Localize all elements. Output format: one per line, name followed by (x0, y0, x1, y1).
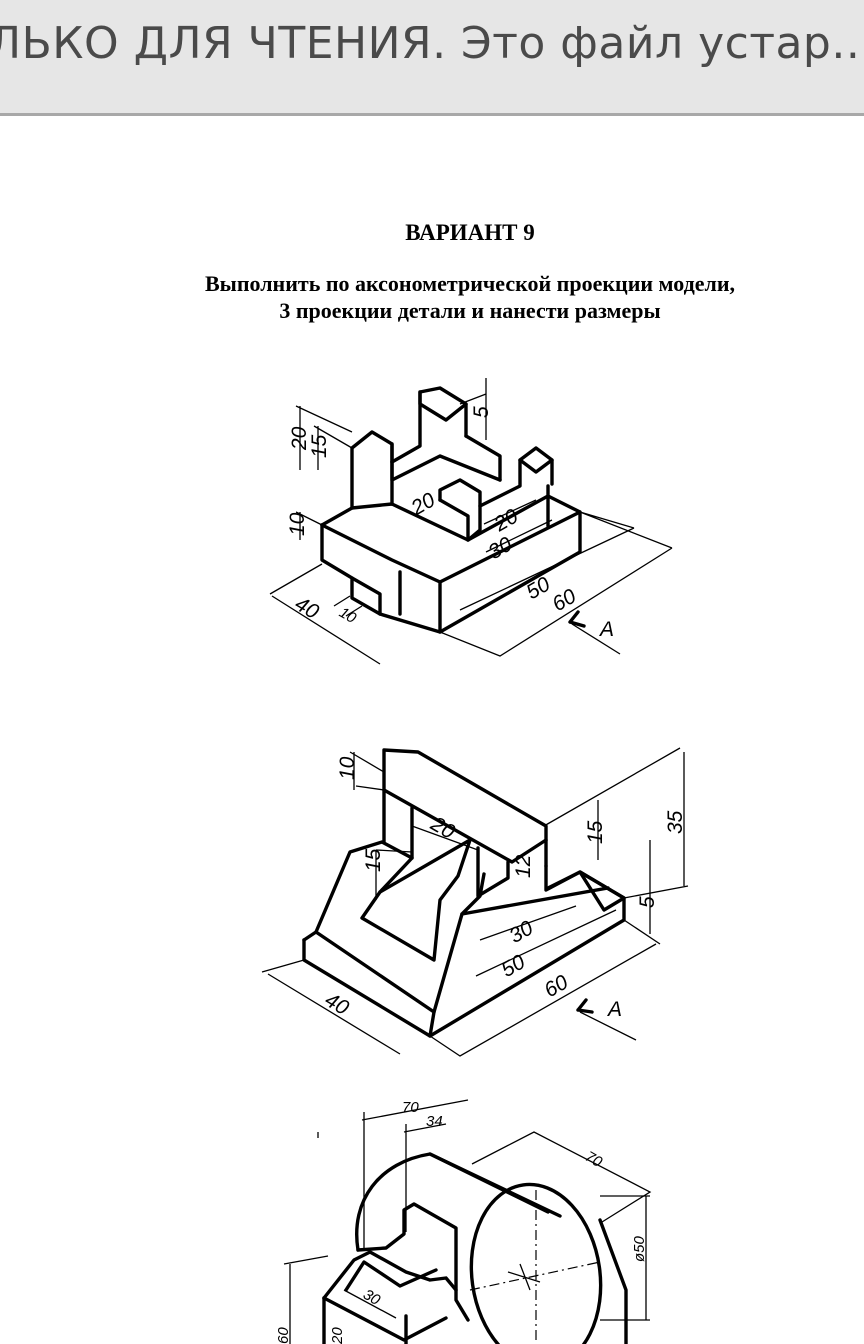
dim-70-length: 70 (582, 1148, 606, 1171)
dim-60-height: 60 (275, 1327, 292, 1344)
dim-10-top-height: 10 (336, 756, 359, 780)
dim-20-slot-width: 20 (489, 505, 522, 537)
dim-40-width: 40 (321, 988, 353, 1020)
dim-30-slot: 30 (360, 1286, 384, 1309)
dim-60-length: 60 (540, 971, 572, 1003)
drawing-1-isometric-part: 20 15 5 10 20 20 30 40 10 50 60 A (0, 360, 864, 690)
dim-40-width: 40 (291, 592, 323, 624)
dim-35-total-height: 35 (664, 810, 687, 834)
dim-20-height: 20 (288, 426, 311, 451)
dim-15-inner-height: 15 (362, 848, 385, 872)
part-3-dimension-lines (283, 1099, 652, 1344)
task-instruction: Выполнить по аксонометрической проекции … (0, 270, 864, 324)
dim-15-height: 15 (308, 434, 331, 458)
dim-30-upright-span: 30 (484, 533, 516, 565)
read-only-banner: ЛЬКО ДЛЯ ЧТЕНИЯ. Это файл устар... (0, 0, 864, 116)
dim-60-length: 60 (548, 585, 580, 617)
read-only-banner-text: ЛЬКО ДЛЯ ЧТЕНИЯ. Это файл устар... (0, 18, 864, 69)
dim-5-base-height: 5 (636, 896, 659, 908)
part-1-outline (320, 386, 582, 634)
instruction-line-2: 3 проекции детали и нанести размеры (279, 298, 661, 323)
view-direction-a: A (606, 998, 622, 1021)
dim-70-top: 70 (402, 1099, 419, 1116)
part-1-dimension-lines (269, 378, 673, 665)
dim-12-thickness: 12 (512, 854, 535, 878)
instruction-line-1: Выполнить по аксонометрической проекции … (204, 271, 736, 296)
dim-15-step-height: 15 (584, 820, 607, 844)
drawing-3-isometric-part: 70 34 70 ø50 30 60 20 (0, 1088, 864, 1344)
dim-10-tab: 10 (336, 604, 360, 627)
drawing-2-isometric-part: 10 20 15 12 15 35 5 30 50 40 60 A (0, 740, 864, 1070)
dim-5-height: 5 (470, 406, 493, 418)
part-2-dimension-lines (261, 747, 689, 1057)
dim-10-base-height: 10 (286, 512, 309, 536)
part-2-outline (302, 748, 626, 1038)
dim-20-height: 20 (329, 1327, 346, 1344)
variant-title: ВАРИАНТ 9 (405, 220, 535, 245)
dim-diameter-50: ø50 (631, 1235, 648, 1262)
dim-50-length: 50 (497, 950, 529, 982)
part-3-dimension-labels: 70 34 70 ø50 30 60 20 (275, 1099, 648, 1344)
view-direction-a: A (598, 618, 614, 641)
dim-34-offset: 34 (426, 1113, 443, 1130)
dim-20-inner-depth: 20 (406, 488, 439, 520)
part-3-outline (322, 1152, 628, 1344)
